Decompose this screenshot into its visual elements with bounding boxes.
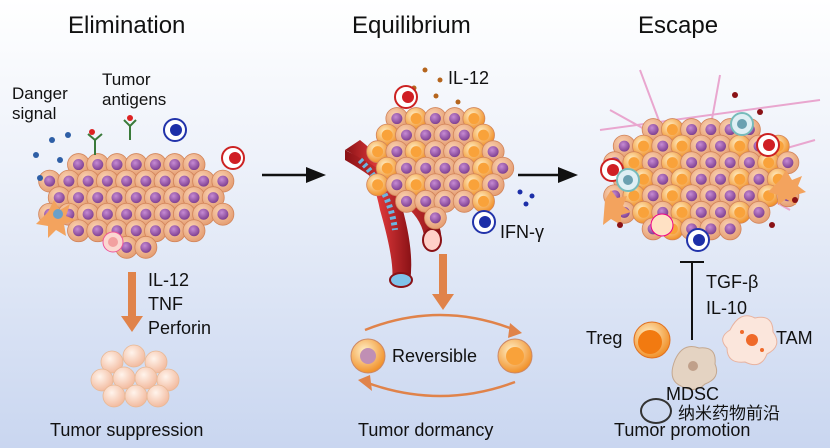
inhibition-line bbox=[680, 261, 704, 340]
stage-title-elimination: Elimination bbox=[68, 12, 186, 39]
treg-label: Treg bbox=[586, 328, 623, 348]
danger-signal-dots bbox=[33, 132, 71, 181]
equilibrium-tumor-cluster bbox=[366, 107, 515, 230]
stage-title-escape: Escape bbox=[638, 12, 719, 39]
t-cell-red-eq bbox=[394, 85, 418, 109]
cytokine-il12: IL-12 bbox=[148, 270, 190, 290]
dendritic-cell bbox=[36, 200, 76, 238]
watermark: 纳米药物前沿 bbox=[640, 398, 780, 424]
arrow-down-icon bbox=[432, 254, 454, 310]
tumor-antigen-receptors bbox=[87, 119, 137, 155]
wechat-logo-icon bbox=[640, 398, 672, 424]
arrow-right-icon bbox=[262, 167, 326, 183]
cytokine-tnf: TNF bbox=[148, 294, 183, 314]
tam-label: TAM bbox=[776, 328, 813, 348]
stage-title-equilibrium: Equilibrium bbox=[352, 12, 471, 39]
il12-dots bbox=[411, 67, 461, 105]
dormant-cell-right bbox=[497, 338, 533, 374]
cytokine-tgf-beta: TGF-β bbox=[706, 272, 759, 292]
treg-cell bbox=[633, 321, 671, 359]
escape-immune-cells bbox=[600, 112, 806, 252]
mdsc-cell bbox=[671, 346, 718, 390]
outcome-suppression: Tumor suppression bbox=[50, 420, 204, 440]
tumor-antigens-label: Tumor antigens bbox=[102, 70, 167, 109]
dormant-cell-left bbox=[350, 338, 386, 374]
reversible-label: Reversible bbox=[392, 346, 478, 366]
arrow-right-icon bbox=[518, 167, 578, 183]
elimination-tumor-cluster bbox=[38, 153, 235, 259]
outcome-promotion: Tumor promotion bbox=[614, 420, 751, 440]
il12-label: IL-12 bbox=[448, 68, 490, 88]
mdsc-label: MDSC bbox=[666, 384, 719, 404]
cytokine-il10: IL-10 bbox=[706, 298, 748, 318]
escape-red-dots bbox=[617, 92, 798, 228]
cytokine-perforin: Perforin bbox=[148, 318, 212, 338]
blood-vessel bbox=[345, 140, 442, 288]
tam-cell bbox=[722, 315, 778, 366]
danger-signal-label: Danger signal bbox=[12, 84, 68, 123]
reversible-cycle bbox=[364, 313, 516, 398]
ifn-dots bbox=[517, 189, 535, 207]
outcome-dormancy: Tumor dormancy bbox=[358, 420, 494, 440]
nk-cell bbox=[163, 118, 187, 142]
ifn-gamma-label: IFN-γ bbox=[500, 222, 544, 242]
t-cell-red bbox=[221, 146, 245, 170]
suppressed-tumor-cluster bbox=[90, 344, 180, 408]
nk-cell-eq bbox=[472, 210, 496, 234]
arrow-down-icon bbox=[121, 272, 143, 332]
macrophage-small bbox=[102, 231, 124, 253]
watermark-text: 纳米药物前沿 bbox=[678, 403, 780, 423]
